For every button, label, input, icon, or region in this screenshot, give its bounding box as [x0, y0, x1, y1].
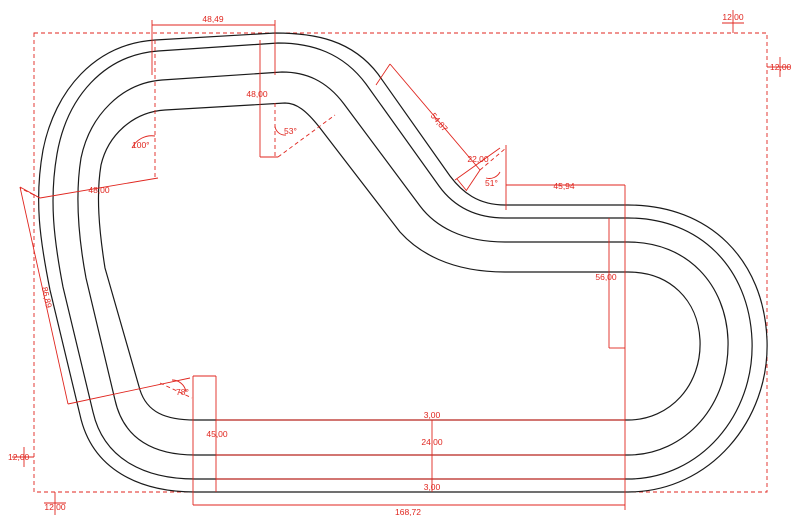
label-lane-gap-outer: 3,00 — [424, 482, 441, 492]
track-outer-edge — [37, 32, 768, 493]
label-angle-bottom-left: 78° — [176, 387, 189, 397]
label-top-curve-radius: 48,00 — [246, 89, 268, 99]
label-angle-left: 100° — [132, 140, 150, 150]
dimension-labels: 12,00 12,00 12,00 12,00 48,49 48,00 53° … — [8, 12, 792, 517]
label-bottom-radius: 45,00 — [206, 429, 228, 439]
track-lane-3 — [77, 71, 729, 456]
boundary-box — [33, 32, 768, 493]
label-right-radius: 56,00 — [595, 272, 617, 282]
track-inner-edge — [97, 102, 701, 421]
label-margin-left: 12,00 — [8, 452, 30, 462]
label-track-width: 24,00 — [421, 437, 443, 447]
label-angle-mid: 51° — [485, 178, 498, 188]
label-margin-right: 12,00 — [770, 62, 792, 72]
label-margin-bottom: 12,00 — [44, 502, 66, 512]
label-angle-top: 53° — [284, 126, 297, 136]
label-small-radius: 22,00 — [467, 154, 489, 164]
track-lane-2 — [52, 42, 753, 480]
label-top-straight: 48,49 — [202, 14, 224, 24]
label-margin-top: 12,00 — [722, 12, 744, 22]
label-lane-gap-inner: 3,00 — [424, 410, 441, 420]
label-right-straight: 45,94 — [553, 181, 575, 191]
label-left-side: 86,89 — [40, 286, 54, 309]
label-diagonal: 54,87 — [429, 111, 451, 134]
label-left-radius: 48,00 — [88, 185, 110, 195]
dimension-lines — [12, 10, 790, 515]
label-total-width: 168,72 — [395, 507, 421, 517]
track-outlines — [37, 32, 768, 493]
